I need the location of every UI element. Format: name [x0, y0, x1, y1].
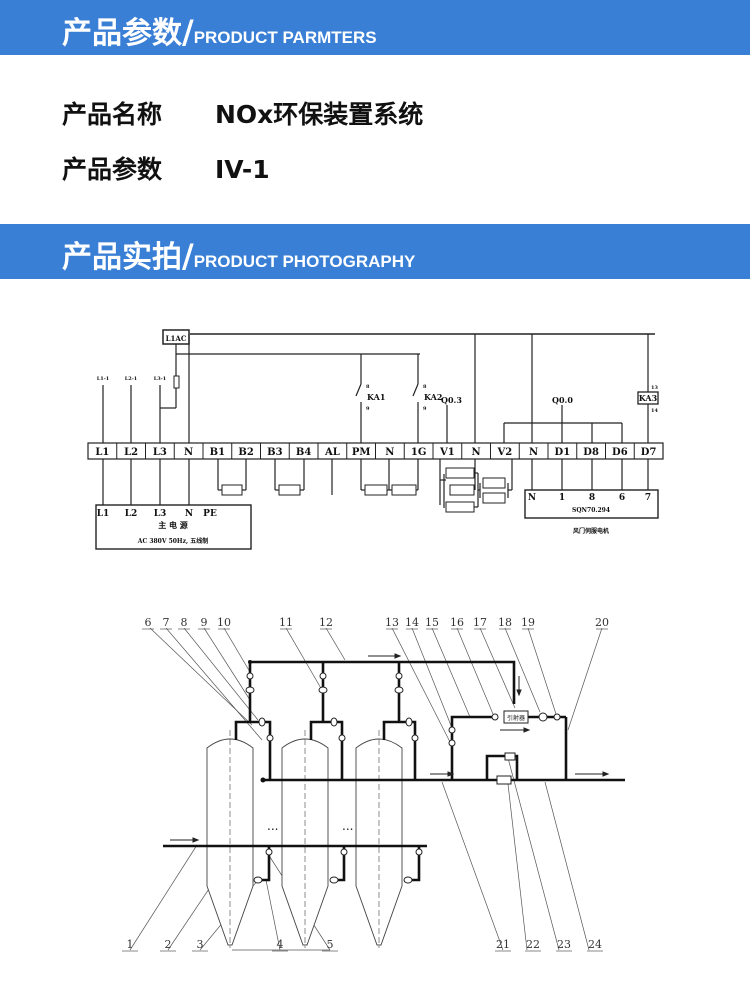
section-title-params: 产品参数/PRODUCT PARMTERS	[62, 8, 377, 52]
callout-number: 6	[145, 616, 152, 629]
callout-number: 8	[181, 616, 188, 629]
contact-pin: 9	[423, 406, 427, 412]
callout-number: 18	[498, 616, 512, 629]
section-title-en: PRODUCT PHOTOGRAPHY	[193, 252, 416, 271]
callout-number: 15	[425, 616, 439, 629]
callout-number: 12	[319, 616, 333, 629]
terminal-label: V2	[497, 447, 513, 458]
callout-number: 11	[279, 616, 293, 629]
section-title-en: PRODUCT PARMTERS	[193, 28, 377, 47]
ellipsis: ...	[342, 819, 353, 833]
param-value: IV-1	[215, 155, 270, 184]
terminal-label: D8	[583, 447, 599, 458]
motor-model: SQN70.294	[572, 507, 610, 514]
power-terminal-label: L2	[125, 509, 138, 519]
motor-terminal-label: 6	[619, 493, 625, 503]
terminal-label: D7	[641, 447, 657, 458]
callout-number: 19	[521, 616, 535, 629]
terminal-label: L3	[153, 447, 167, 458]
power-terminal-label: L1	[97, 509, 110, 519]
callout-number: 2	[165, 938, 172, 951]
motor-terminal-label: 8	[589, 493, 595, 503]
relay-l1ac-label: L1AC	[166, 334, 187, 343]
power-terminal-label: N	[185, 509, 193, 519]
power-supply-title: 主 电 源	[158, 520, 188, 530]
callout-number: 10	[217, 616, 231, 629]
section-banner-params: 产品参数/PRODUCT PARMTERS	[0, 0, 750, 55]
callout-number: 21	[496, 938, 510, 951]
param-label: 产品参数	[62, 155, 163, 184]
ejector-label: 引射器	[507, 714, 525, 722]
plc-output-label: Q0.0	[552, 395, 573, 405]
terminal-label: 1G	[411, 447, 427, 458]
terminal-label: L1	[95, 447, 109, 458]
param-row-name: 产品名称 NOx环保装置系统	[62, 95, 423, 131]
terminal-label: B4	[296, 447, 311, 458]
motor-caption: 风门伺服电机	[573, 527, 609, 535]
contact-pin: 8	[366, 384, 370, 390]
ellipsis: ...	[267, 819, 278, 833]
terminal-label: B1	[210, 447, 225, 458]
callout-number: 4	[277, 938, 284, 951]
relay-pin: 14	[651, 408, 658, 414]
section-title-photo: 产品实拍/PRODUCT PHOTOGRAPHY	[62, 232, 415, 276]
power-terminal-label: L3	[154, 509, 167, 519]
relay-pin: 13	[651, 385, 658, 391]
section-title-slash: /	[182, 237, 194, 275]
contact-ka1-label: KA1	[367, 392, 385, 402]
supply-tag: L1-1	[97, 376, 110, 382]
contact-ka2-label: KA2	[424, 392, 442, 402]
motor-terminal-label: N	[528, 493, 536, 503]
ejector-box	[503, 710, 529, 724]
contact-pin: 9	[366, 406, 370, 412]
contact-pin: 8	[423, 384, 427, 390]
power-supply-box	[95, 504, 252, 550]
terminal-label: L2	[124, 447, 138, 458]
terminal-label: N	[184, 447, 193, 458]
param-value: NOx环保装置系统	[215, 100, 424, 129]
callout-number: 9	[201, 616, 208, 629]
supply-tag: L2-1	[125, 376, 138, 382]
callout-number: 3	[197, 938, 204, 951]
param-row-spec: 产品参数 IV-1	[62, 150, 270, 186]
param-label: 产品名称	[62, 100, 163, 129]
callout-number: 16	[450, 616, 464, 629]
terminal-label: AL	[324, 447, 340, 458]
callout-number: 17	[473, 616, 487, 629]
callout-number: 5	[327, 938, 334, 951]
callout-number: 24	[588, 938, 602, 951]
terminal-label: PM	[352, 447, 371, 458]
motor-terminal-label: 1	[559, 493, 565, 503]
terminal-label: N	[472, 447, 481, 458]
callout-number: 20	[595, 616, 609, 629]
relay-ka3-label: KA3	[639, 393, 658, 403]
callout-number: 22	[526, 938, 540, 951]
terminal-label: N	[385, 447, 394, 458]
terminal-label: D1	[555, 447, 571, 458]
plc-output-label: Q0.3	[441, 395, 462, 405]
callout-number: 7	[163, 616, 170, 629]
section-title-cn: 产品参数	[62, 16, 182, 51]
terminal-label: B3	[267, 447, 282, 458]
callout-number: 23	[557, 938, 571, 951]
supply-tag: L3-1	[154, 376, 167, 382]
section-banner-photo: 产品实拍/PRODUCT PHOTOGRAPHY	[0, 224, 750, 279]
motor-box	[524, 489, 659, 519]
terminal-label: N	[529, 447, 538, 458]
section-title-slash: /	[182, 13, 194, 51]
section-title-cn: 产品实拍	[62, 240, 182, 275]
terminal-label: D6	[612, 447, 628, 458]
power-supply-spec: AC 380V 50Hz, 五线制	[137, 537, 208, 545]
power-terminal-label: PE	[203, 509, 217, 519]
motor-terminal-label: 7	[645, 493, 651, 503]
terminal-label: B2	[238, 447, 253, 458]
callout-number: 13	[385, 616, 399, 629]
callout-number: 14	[405, 616, 419, 629]
terminal-label: V1	[439, 447, 455, 458]
callout-number: 1	[127, 938, 134, 951]
